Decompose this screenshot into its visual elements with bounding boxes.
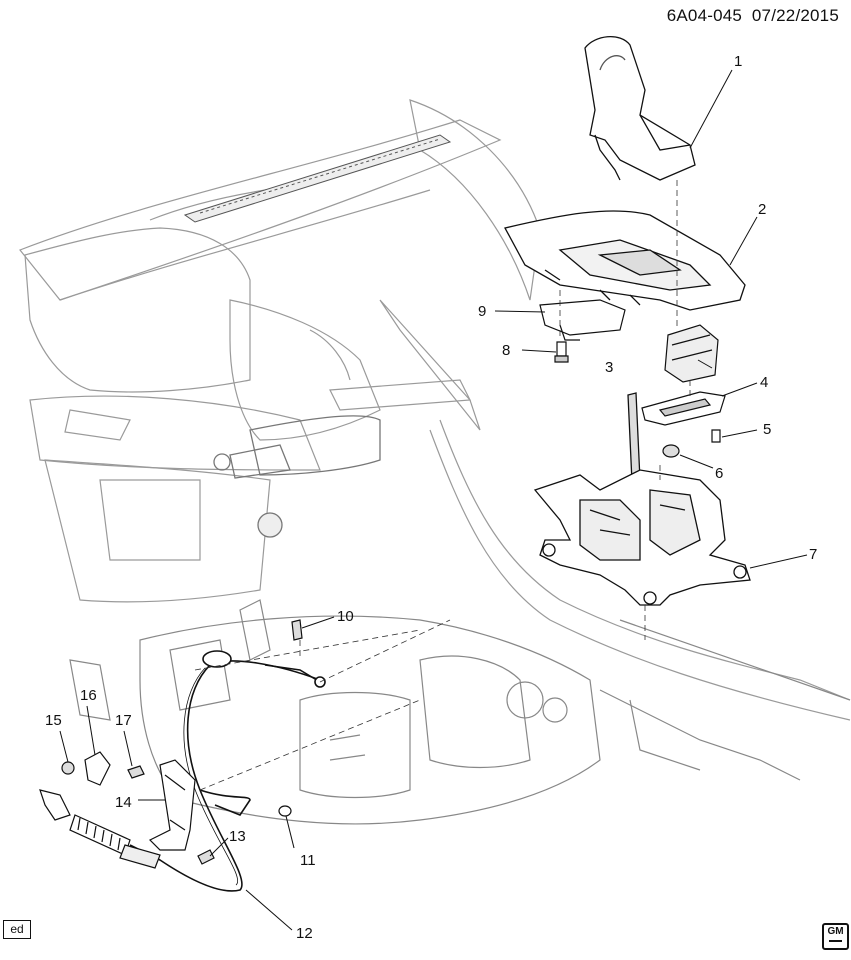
callout-3: 3 xyxy=(605,359,613,376)
diagram-date: 07/22/2015 xyxy=(751,6,839,25)
callout-4: 4 xyxy=(760,374,768,391)
callout-labels: 1 2 3 4 5 6 7 8 9 10 11 12 13 14 15 16 1… xyxy=(45,53,817,942)
nut-part-15 xyxy=(61,761,75,775)
assembly-guide-lines xyxy=(194,180,691,791)
gm-logo-icon: GM xyxy=(822,923,849,950)
diagram-id: 6A04-045 xyxy=(666,6,743,25)
bolt-part-10 xyxy=(291,619,303,641)
bracket-part-9 xyxy=(539,299,626,341)
callout-1: 1 xyxy=(734,53,742,70)
callout-7: 7 xyxy=(809,546,817,563)
callout-11: 11 xyxy=(300,852,316,869)
gm-logo-text: GM xyxy=(827,926,844,937)
bolt-part-17 xyxy=(127,765,145,779)
callout-15: 15 xyxy=(45,712,62,729)
transmission-assembly xyxy=(69,599,851,825)
shift-knob-part-1 xyxy=(584,36,696,181)
shifter-assembly-part-7 xyxy=(533,392,751,606)
screw-part-8 xyxy=(554,341,569,363)
clip-part-16 xyxy=(84,751,111,786)
callout-13: 13 xyxy=(229,828,246,845)
callout-6: 6 xyxy=(715,465,723,482)
callout-9: 9 xyxy=(478,303,486,320)
ed-tag: ed xyxy=(3,920,31,939)
bezel-part-4 xyxy=(641,391,726,426)
callout-5: 5 xyxy=(763,421,771,438)
callout-16: 16 xyxy=(80,687,97,704)
callout-17: 17 xyxy=(115,712,132,729)
switch-module-part-3 xyxy=(664,324,719,383)
steering-column xyxy=(213,415,381,538)
defroster-vent xyxy=(183,134,452,223)
diagram-header: 6A04-045 07/22/2015 xyxy=(667,6,839,26)
callout-8: 8 xyxy=(502,342,510,359)
callout-leader-lines xyxy=(59,69,808,931)
console-trim-plate-part-2 xyxy=(504,210,746,311)
screw-part-5 xyxy=(711,429,721,443)
callout-14: 14 xyxy=(115,794,132,811)
callout-12: 12 xyxy=(296,925,313,942)
callout-2: 2 xyxy=(758,201,766,218)
bolt-part-13 xyxy=(197,849,215,865)
cable-spring-end xyxy=(39,789,161,869)
nut-part-6 xyxy=(662,444,680,458)
callout-10: 10 xyxy=(337,608,354,625)
cable-bracket-part-14 xyxy=(148,759,196,851)
washer-part-11 xyxy=(278,805,292,817)
dashboard-background xyxy=(19,99,851,721)
